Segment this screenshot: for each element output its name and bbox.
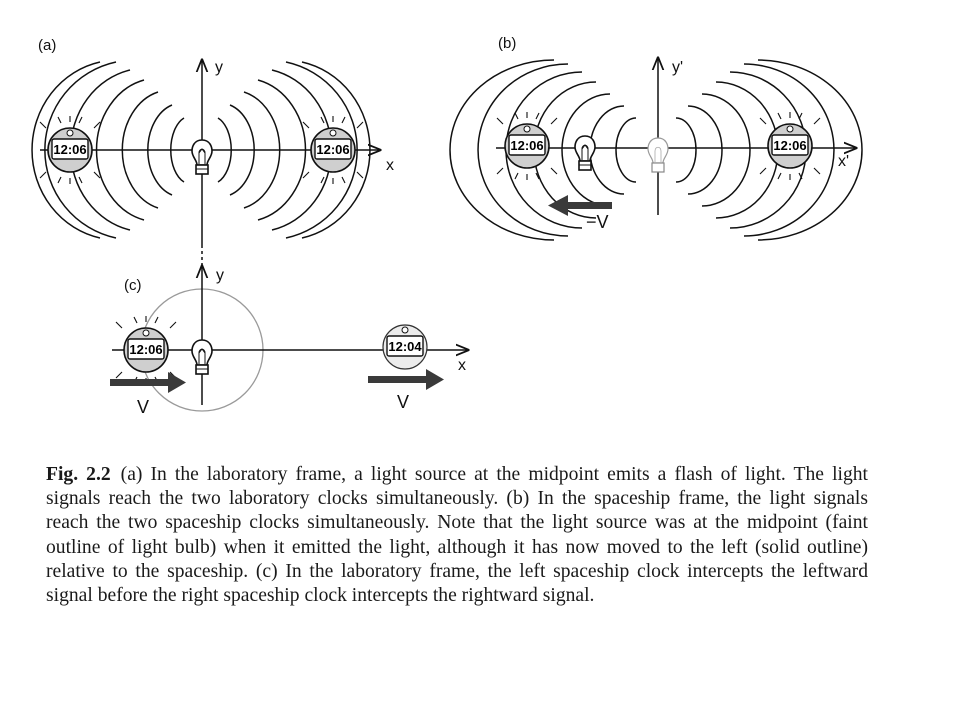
caption-text: (a) In the laboratory frame, a light sou… — [46, 464, 868, 607]
lab-clock-right: 12:06 — [302, 115, 364, 185]
panel-b: (b) y' x' 12:06 12:06 — [449, 35, 863, 241]
figure-caption: Fig. 2.2(a) In the laboratory frame, a l… — [46, 463, 868, 608]
figure-label: Fig. 2.2 — [46, 464, 111, 485]
panel-c-velocity-label-left: V — [137, 397, 149, 417]
figure-diagram: (a) y x 12:06 12:06 — [31, 35, 863, 417]
faint-light-bulb-icon — [647, 137, 669, 173]
svg-text:12:06: 12:06 — [53, 142, 86, 157]
svg-text:12:06: 12:06 — [510, 138, 543, 153]
ship-clock-right: 12:06 — [759, 111, 821, 181]
panel-b-y-label: y' — [672, 59, 683, 76]
panel-a: (a) y x 12:06 12:06 — [31, 37, 394, 268]
panel-c-x-label: x — [458, 357, 466, 374]
ship-clock-right: 12:04 — [382, 324, 428, 370]
panel-a-y-label: y — [215, 59, 223, 76]
svg-text:12:06: 12:06 — [129, 342, 162, 357]
panel-b-label: (b) — [498, 35, 516, 52]
panel-a-x-label: x — [386, 157, 394, 174]
lab-clock-left: 12:06 — [39, 115, 101, 185]
svg-text:12:06: 12:06 — [316, 142, 349, 157]
velocity-arrow-right — [368, 369, 444, 390]
panel-c-y-label: y — [216, 267, 224, 284]
panel-b-x-label: x' — [838, 153, 849, 170]
svg-text:12:06: 12:06 — [773, 138, 806, 153]
light-bulb-icon — [191, 339, 213, 375]
panel-a-label: (a) — [38, 37, 56, 54]
velocity-arrow-left — [548, 195, 612, 216]
panel-c: (c) y x 12:06 12:04 V V — [110, 266, 468, 417]
velocity-arrow-right — [110, 372, 186, 393]
light-bulb-icon — [191, 139, 213, 175]
panel-c-velocity-label-right: V — [397, 392, 409, 412]
panel-c-label: (c) — [124, 277, 142, 294]
svg-text:12:04: 12:04 — [388, 339, 422, 354]
ship-clock-left: 12:06 — [115, 315, 177, 385]
panel-b-velocity-label: −V — [586, 212, 609, 232]
ship-clock-left: 12:06 — [496, 111, 558, 181]
